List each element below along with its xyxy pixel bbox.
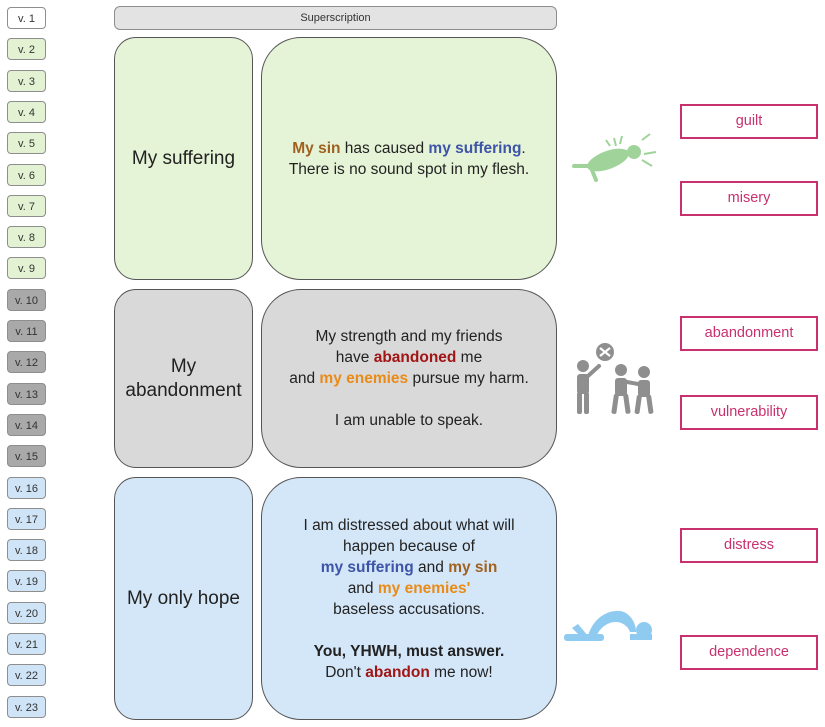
- hope-line-1: I am distressed about what will: [303, 516, 515, 534]
- tag-vulnerability: vulnerability: [680, 395, 818, 430]
- abandonment-line-2: have abandoned me: [289, 347, 529, 368]
- verse-label: v. 15: [7, 445, 46, 468]
- phrase-my-sin: My sin: [292, 139, 341, 157]
- verse-label: v. 19: [7, 570, 46, 593]
- verse-label: v. 5: [7, 132, 46, 155]
- text-fragment: .: [521, 139, 526, 157]
- verse-label: v. 12: [7, 351, 46, 374]
- verse-label: v. 9: [7, 257, 46, 280]
- suffering-line-1: My sin has caused my suffering.: [289, 138, 529, 159]
- tag-distress: distress: [680, 528, 818, 563]
- tag-abandonment: abandonment: [680, 316, 818, 351]
- verse-label: v. 23: [7, 695, 46, 718]
- verse-label: v. 8: [7, 226, 46, 249]
- theme-label: My only hope: [126, 587, 240, 609]
- wounded-person-icon: [572, 133, 657, 182]
- text-fragment: and: [289, 370, 320, 387]
- text-fragment: and: [413, 558, 449, 576]
- tag-misery: misery: [680, 181, 818, 216]
- theme-my-only-hope: My only hope: [114, 477, 253, 720]
- verse-label: v. 16: [7, 476, 46, 499]
- phrase-my-suffering: my suffering: [320, 558, 414, 576]
- theme-label-line-1: My: [170, 355, 197, 377]
- abandonment-line-1: My strength and my friends: [315, 328, 503, 345]
- hope-line-4: and my enemies': [303, 578, 514, 599]
- verse-label: v. 3: [7, 69, 46, 92]
- text-fragment: and: [347, 579, 378, 597]
- verse-label: v. 21: [7, 633, 46, 655]
- verse-label: v. 13: [7, 382, 46, 405]
- hope-line-7: Don't abandon me now!: [303, 662, 514, 683]
- verse-label: v. 11: [7, 320, 46, 342]
- superscription-bar: Superscription: [114, 6, 557, 30]
- verse-label: v. 1: [7, 7, 46, 29]
- phrase-abandoned: abandoned: [373, 349, 457, 366]
- suffering-line-2: There is no sound spot in my flesh.: [288, 160, 530, 178]
- text-fragment: Don't: [325, 663, 366, 681]
- hope-line-2: happen because of: [343, 537, 475, 555]
- text-fragment: me now!: [429, 663, 493, 681]
- hope-line-6: You, YHWH, must answer.: [313, 642, 505, 660]
- phrase-abandon: abandon: [365, 663, 430, 681]
- content-hope: I am distressed about what will happen b…: [261, 477, 557, 720]
- prostrate-person-icon: [564, 610, 652, 641]
- verse-label: v. 22: [7, 664, 46, 687]
- tag-guilt: guilt: [680, 104, 818, 139]
- theme-my-suffering: My suffering: [114, 37, 253, 280]
- tag-dependence: dependence: [680, 635, 818, 670]
- abandonment-line-3: and my enemies pursue my harm.: [289, 368, 529, 389]
- verse-label: v. 10: [7, 288, 46, 311]
- text-fragment: has caused: [340, 139, 429, 157]
- text-fragment: me: [456, 349, 483, 366]
- phrase-my-sin: my sin: [448, 558, 498, 576]
- phrase-my-enemies: my enemies: [319, 370, 409, 387]
- verse-label: v. 2: [7, 38, 46, 61]
- theme-label: My suffering: [131, 147, 236, 169]
- abandonment-line-4: I am unable to speak.: [334, 412, 484, 429]
- theme-my-abandonment: My abandonment: [114, 289, 253, 468]
- phrase-my-enemies: my enemies': [377, 579, 471, 597]
- content-suffering: My sin has caused my suffering. There is…: [261, 37, 557, 280]
- hope-line-5: baseless accusations.: [333, 600, 485, 618]
- hope-line-3: my suffering and my sin: [303, 557, 514, 578]
- phrase-my-suffering: my suffering: [428, 139, 522, 157]
- verse-label: v. 14: [7, 413, 46, 436]
- verse-label: v. 6: [7, 163, 46, 186]
- theme-label-line-2: abandonment: [125, 379, 242, 401]
- verse-label: v. 18: [7, 539, 46, 562]
- text-fragment: have: [335, 349, 374, 366]
- verse-label: v. 17: [7, 507, 46, 530]
- rejected-person-group-icon: [577, 343, 654, 414]
- verse-label: v. 4: [7, 100, 46, 123]
- verse-label: v. 20: [7, 601, 46, 624]
- text-fragment: pursue my harm.: [408, 370, 529, 387]
- content-abandonment: My strength and my friends have abandone…: [261, 289, 557, 468]
- verse-label: v. 7: [7, 194, 46, 217]
